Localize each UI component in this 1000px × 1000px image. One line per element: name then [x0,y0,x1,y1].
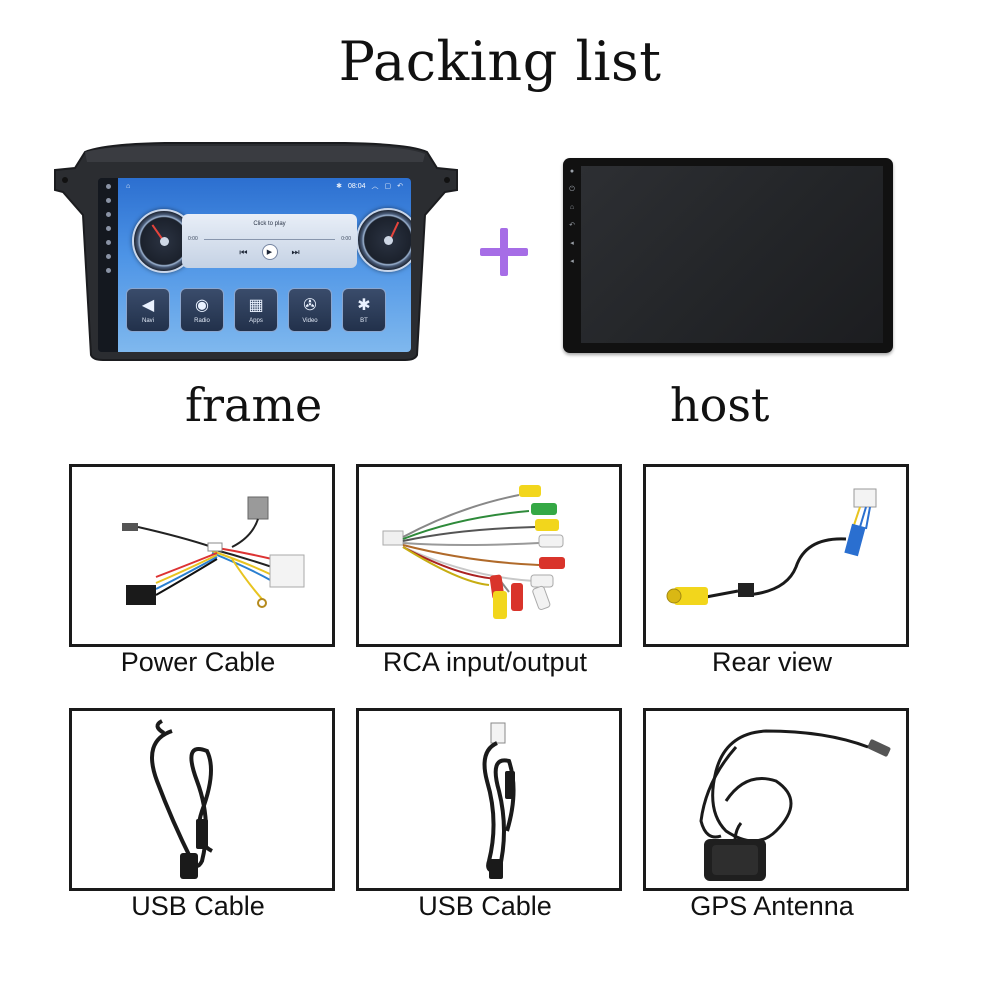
app-bt-button[interactable]: ✱ BT [342,288,386,332]
accessory-gps-antenna [643,708,909,891]
head-unit-screen: ⌂ ✱ 08:04 ︿ ▢ ↶ Click to play 0:00 0:00 … [98,178,411,352]
media-title: Click to play [253,221,286,227]
media-elapsed: 0:00 [188,236,198,242]
host-side-buttons: ● ⏻ ⌂ ↶ ◂ ◂ [567,168,577,266]
frame-label: frame [185,378,323,432]
next-track-icon[interactable]: ⏭ [291,246,300,257]
play-icon[interactable]: ▶ [261,244,278,260]
back-arrow-icon: ↶ [397,183,403,190]
usb-cable-image [150,719,214,879]
usb-cable-image [482,722,516,879]
wire-harness-image [122,496,305,608]
window-icon: ▢ [384,183,392,190]
bluetooth-icon: ✱ [336,183,342,190]
home-icon: ⌂ [126,182,131,190]
app-navi-button[interactable]: ◀ Navi [126,288,170,332]
home-icon [105,226,111,231]
media-duration: 0:00 [341,236,351,242]
media-progress-bar[interactable] [204,239,335,240]
camera-cable-image [666,488,877,605]
mic-icon [105,184,111,189]
bluetooth-icon: ✱ [357,296,371,314]
accessory-label-rear-view: Rear view [711,647,833,677]
accessory-rca-cable [356,464,622,647]
back-icon: ↶ [569,222,575,229]
head-unit-status-bar: ⌂ ✱ 08:04 ︿ ▢ ↶ [118,178,411,194]
host-screen [581,166,883,343]
accessory-power-cable [69,464,335,647]
app-video-button[interactable]: ✇ Video [288,288,332,332]
volume-up-icon [105,254,111,259]
app-dock: ◀ Navi ◉ Radio ▦ Apps ✇ Video ✱ BT [126,288,403,332]
volume-up-icon: ◂ [570,240,574,247]
reset-icon [105,198,111,203]
accessory-usb-cable-2 [356,708,622,891]
mic-icon: ● [569,168,575,175]
frame-head-unit: ⌂ ✱ 08:04 ︿ ▢ ↶ Click to play 0:00 0:00 … [45,140,460,365]
app-apps-button[interactable]: ▦ Apps [234,288,278,332]
status-time: 08:04 [347,182,366,190]
accessory-label-power-cable: Power Cable [120,647,276,677]
previous-track-icon[interactable]: ⏮ [239,246,248,257]
accessory-label-usb-cable-1: USB Cable [131,891,265,921]
power-icon: ⏻ [569,186,575,193]
plus-icon [480,228,528,276]
volume-down-icon [105,268,111,273]
head-unit-side-buttons [98,178,118,352]
power-icon [105,212,111,217]
page-title: Packing list [338,30,662,93]
accessory-rear-view [643,464,909,647]
chevron-up-icon: ︿ [371,183,379,190]
accessory-usb-cable-1 [69,708,335,891]
radio-knob-icon: ◉ [195,296,209,314]
gps-antenna-image [699,729,891,881]
volume-down-icon: ◂ [570,258,574,265]
rca-cable-image [382,485,565,619]
apps-grid-icon: ▦ [248,296,264,314]
accessory-label-rca: RCA input/output [382,647,588,677]
host-unit: ● ⏻ ⌂ ↶ ◂ ◂ [563,158,893,353]
home-icon: ⌂ [569,204,575,211]
rpm-gauge [356,208,411,272]
app-radio-button[interactable]: ◉ Radio [180,288,224,332]
accessory-label-usb-cable-2: USB Cable [418,891,552,921]
accessory-label-gps-antenna: GPS Antenna [690,891,854,921]
host-label: host [670,378,770,432]
navigation-arrow-icon: ◀ [141,296,155,314]
media-widget[interactable]: Click to play 0:00 0:00 ⏮ ▶ ⏭ [182,214,357,268]
back-icon [105,240,111,245]
film-reel-icon: ✇ [303,296,317,314]
